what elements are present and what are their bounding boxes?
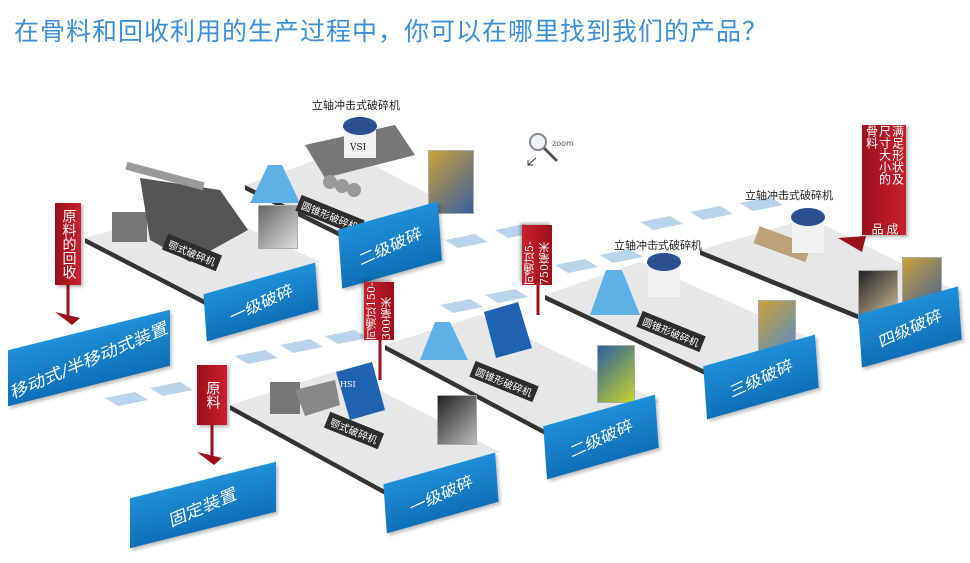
photo-mobile-primary bbox=[258, 205, 298, 249]
cone-crusher-mobile bbox=[250, 165, 300, 203]
screen-drum-fixed bbox=[753, 226, 812, 263]
vsi-badge: VSI bbox=[350, 143, 367, 153]
sign-pass-150-300: 可通过150-300毫米 bbox=[364, 282, 394, 340]
photo-mobile-secondary bbox=[428, 150, 474, 214]
hsi-crusher-fixed-secondary bbox=[484, 302, 532, 358]
vsi-label-quaternary: 立轴冲击式破碎机 bbox=[745, 189, 833, 202]
hsi-badge: HSI bbox=[340, 380, 356, 389]
page-title: 在骨料和回收利用的生产过程中，你可以在哪里找到我们的产品？ bbox=[14, 17, 769, 46]
photo-fixed-secondary bbox=[597, 345, 635, 403]
zoom-label[interactable]: zoom bbox=[552, 139, 574, 148]
magnifier-icon bbox=[527, 133, 559, 166]
vsi-label-mobile: 立轴冲击式破碎机 bbox=[312, 99, 400, 112]
photo-fixed-primary bbox=[437, 395, 477, 445]
hsi-crusher-fixed bbox=[336, 362, 385, 420]
vsi-crusher-fixed-quaternary bbox=[791, 208, 825, 253]
vsi-crusher-mobile bbox=[305, 117, 415, 197]
cone-crusher-fixed-secondary bbox=[420, 322, 468, 360]
sign-final-product: 满足形状及尺寸大小的骨料 成品 bbox=[862, 125, 906, 235]
sign-recycle-raw: 原料的回收 bbox=[55, 203, 81, 285]
vsi-crusher-fixed-tertiary bbox=[647, 253, 681, 297]
vsi-label-tertiary: 立轴冲击式破碎机 bbox=[614, 239, 702, 252]
sign-poles bbox=[55, 236, 866, 465]
sign-raw: 原料 bbox=[197, 365, 227, 425]
cone-crusher-fixed-tertiary bbox=[590, 270, 640, 315]
jaw-crusher-fixed bbox=[270, 380, 340, 416]
sign-pass-5-750: 可通过5-750毫米 bbox=[522, 225, 552, 285]
